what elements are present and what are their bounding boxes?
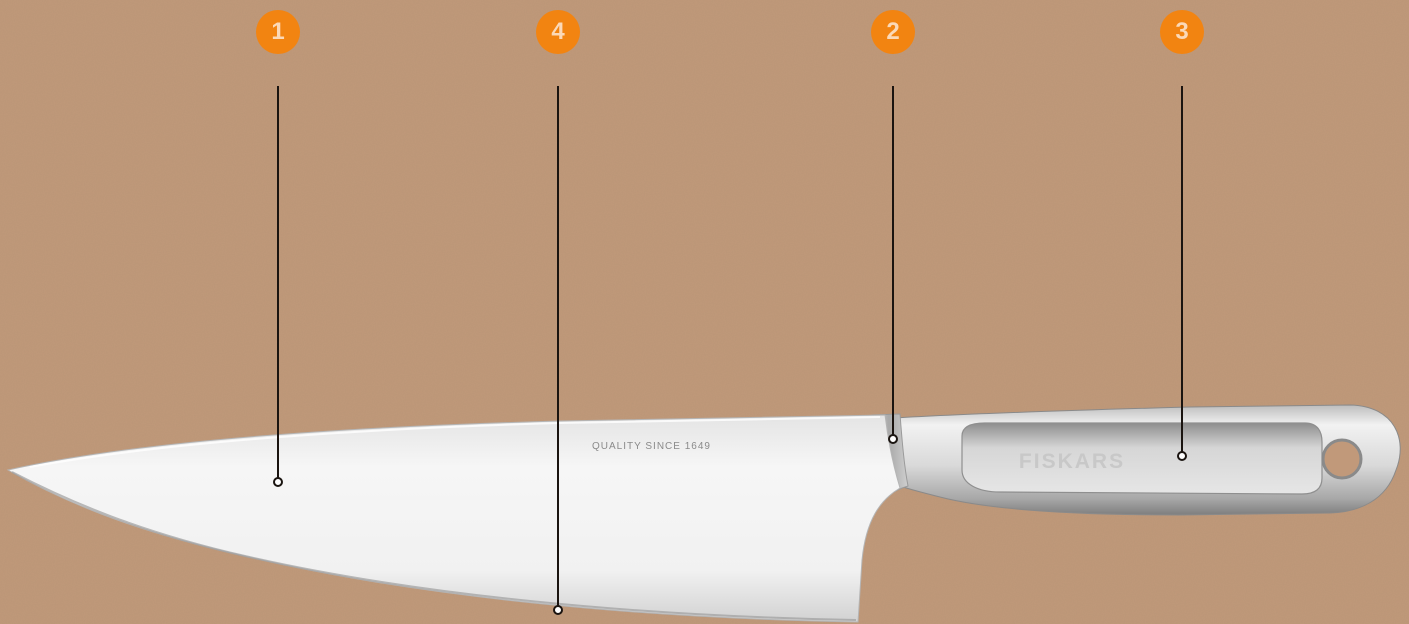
callout-dot-2: [889, 435, 897, 443]
callout-number: 3: [1175, 20, 1188, 44]
handle-marking: FISKARS: [1019, 450, 1125, 473]
callout-number: 4: [551, 20, 564, 44]
blade-marking: QUALITY SINCE 1649: [592, 441, 711, 452]
callout-badge-4[interactable]: 4: [536, 10, 580, 54]
callout-badge-2[interactable]: 2: [871, 10, 915, 54]
callout-number: 1: [271, 20, 284, 44]
callout-dot-4: [554, 606, 562, 614]
handle-recess: [962, 423, 1322, 494]
callout-dot-1: [274, 478, 282, 486]
callout-dot-3: [1178, 452, 1186, 460]
callout-badge-3[interactable]: 3: [1160, 10, 1204, 54]
callout-number: 2: [886, 20, 899, 44]
handle-hole: [1323, 440, 1361, 478]
callout-badge-1[interactable]: 1: [256, 10, 300, 54]
